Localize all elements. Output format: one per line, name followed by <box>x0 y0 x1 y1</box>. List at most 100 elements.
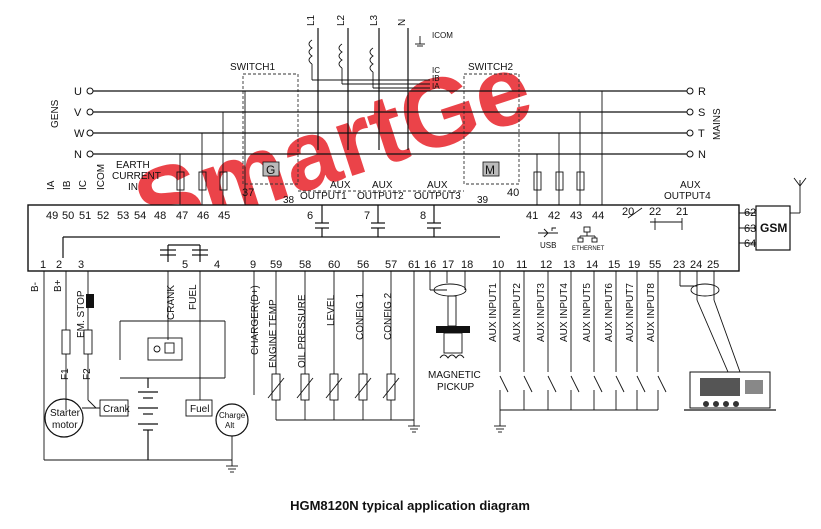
term-44: 44 <box>592 210 604 222</box>
magnetic-pickup-label-2: PICKUP <box>437 382 475 393</box>
fuse-f1: F1 <box>60 368 71 380</box>
switch2-label: SWITCH2 <box>468 62 513 73</box>
starter-label-1: Starter <box>50 408 81 419</box>
aux-output3-bottom: OUTPUT3 <box>414 191 461 202</box>
ct-label-ib: IB <box>432 74 440 83</box>
term-61: 61 <box>408 259 420 271</box>
sensor-oil-pressure: OIL PRESSURE <box>297 294 308 368</box>
term-53: 53 <box>117 210 129 222</box>
fuse-f2: F2 <box>82 368 93 380</box>
term-41: 41 <box>526 210 538 222</box>
aux-input-1: AUX INPUT1 <box>488 283 499 342</box>
term-14: 14 <box>586 259 598 271</box>
aux-output3-top: AUX <box>427 180 448 191</box>
term-64: 64 <box>744 238 756 250</box>
term-23: 23 <box>673 259 685 271</box>
fuel-label: FUEL <box>188 284 199 310</box>
gen-line-w: W <box>74 128 85 140</box>
gens-label: GENS <box>50 99 61 128</box>
charge-alt-icon <box>215 403 249 437</box>
term-42: 42 <box>548 210 560 222</box>
label-b-plus: B+ <box>53 279 64 292</box>
term-9: 9 <box>250 259 256 271</box>
ct-label-ia: IA <box>432 82 440 91</box>
term-46: 46 <box>197 210 209 222</box>
term-43: 43 <box>570 210 582 222</box>
term-12: 12 <box>540 259 552 271</box>
switch1: SWITCH1 G <box>230 62 299 185</box>
magnetic-pickup-label-1: MAGNETIC <box>428 370 481 381</box>
term-45: 45 <box>218 210 230 222</box>
term-22: 22 <box>649 206 661 218</box>
aux-output2-bottom: OUTPUT2 <box>357 191 404 202</box>
charger-label: CHARGER(D+) <box>250 285 261 355</box>
label-b-minus: B- <box>30 282 41 292</box>
term-47: 47 <box>176 210 188 222</box>
icom-top-label: ICOM <box>432 31 453 40</box>
term-58: 58 <box>299 259 311 271</box>
aux-input-8: AUX INPUT8 <box>646 283 657 342</box>
aux-input-5: AUX INPUT5 <box>582 283 593 342</box>
aux-input-4: AUX INPUT4 <box>559 283 570 342</box>
crank-box-label: Crank <box>103 404 131 415</box>
gen-line-n: N <box>74 149 82 161</box>
bus-lines: GENS U V W N R S T N MAINS <box>50 86 723 161</box>
term-4: 4 <box>214 259 220 271</box>
switch2: SWITCH2 M <box>463 62 520 185</box>
gen-line-v: V <box>74 107 82 119</box>
aux-output-relays: 6 7 8 <box>62 205 683 258</box>
term-55: 55 <box>649 259 661 271</box>
term-56: 56 <box>357 259 369 271</box>
aux-inputs: AUX INPUT1 AUX INPUT2 AUX INPUT3 AUX INP… <box>488 271 667 433</box>
term-20: 20 <box>622 206 634 218</box>
term-7: 7 <box>364 210 370 222</box>
sensor-engine-temp: ENGINE TEMP <box>268 299 279 368</box>
battery-starter: B- B+ EM. STOP F1 F2 Starter motor Crank… <box>30 271 249 473</box>
term-6: 6 <box>307 210 313 222</box>
gsm-module: GSM <box>739 177 807 251</box>
magnetic-pickup: MAGNETIC PICKUP <box>428 271 481 393</box>
sensors: ENGINE TEMP OIL PRESSURE LEVEL CONFIG 1 … <box>267 271 420 433</box>
crank-label: CRANK <box>166 285 177 320</box>
term-8: 8 <box>420 210 426 222</box>
term-13: 13 <box>563 259 575 271</box>
fuel-box-label: Fuel <box>190 404 209 415</box>
aux-input-2: AUX INPUT2 <box>512 283 523 342</box>
term-3: 3 <box>78 259 84 271</box>
phase-label-l1: L1 <box>306 14 317 26</box>
mains-line-t: T <box>698 128 705 140</box>
charge-alt-label-2: Alt <box>225 421 235 430</box>
term-16: 16 <box>424 259 436 271</box>
lower-terminals: 1 2 3 5 4 9 59 58 60 56 57 61 16 17 18 1… <box>40 259 719 271</box>
sensor-config-2: CONFIG 2 <box>383 292 394 340</box>
term-52: 52 <box>97 210 109 222</box>
aux-output1-top: AUX <box>330 180 351 191</box>
usb-icon <box>538 227 558 238</box>
starter-label-2: motor <box>52 420 78 431</box>
term-15: 15 <box>608 259 620 271</box>
upper-terminals: 49 50 51 52 53 54 48 47 46 45 41 42 43 4… <box>46 206 756 250</box>
gen-symbol: G <box>266 163 275 177</box>
mains-symbol: M <box>485 163 495 177</box>
ethernet-icon <box>577 226 598 243</box>
term-2: 2 <box>56 259 62 271</box>
sensor-config-1: CONFIG 1 <box>355 292 366 340</box>
mains-line-n: N <box>698 149 706 161</box>
aux-output4-bottom: OUTPUT4 <box>664 191 711 202</box>
upper-labels: IA IB IC ICOM EARTH CURRENT IN 37 38 39 … <box>46 91 711 207</box>
term-51: 51 <box>79 210 91 222</box>
label-ic: IC <box>78 180 89 190</box>
mains-line-s: S <box>698 107 705 119</box>
mains-label: MAINS <box>712 108 723 140</box>
aux-input-6: AUX INPUT6 <box>604 283 615 342</box>
earth-label-2: CURRENT <box>112 171 161 182</box>
term-38: 38 <box>283 195 295 206</box>
term-18: 18 <box>461 259 473 271</box>
term-39: 39 <box>477 195 489 206</box>
aux-input-3: AUX INPUT3 <box>536 283 547 342</box>
phase-label-l2: L2 <box>336 14 347 26</box>
term-37: 37 <box>242 187 254 199</box>
term-5: 5 <box>182 259 188 271</box>
term-50: 50 <box>62 210 74 222</box>
term-25: 25 <box>707 259 719 271</box>
